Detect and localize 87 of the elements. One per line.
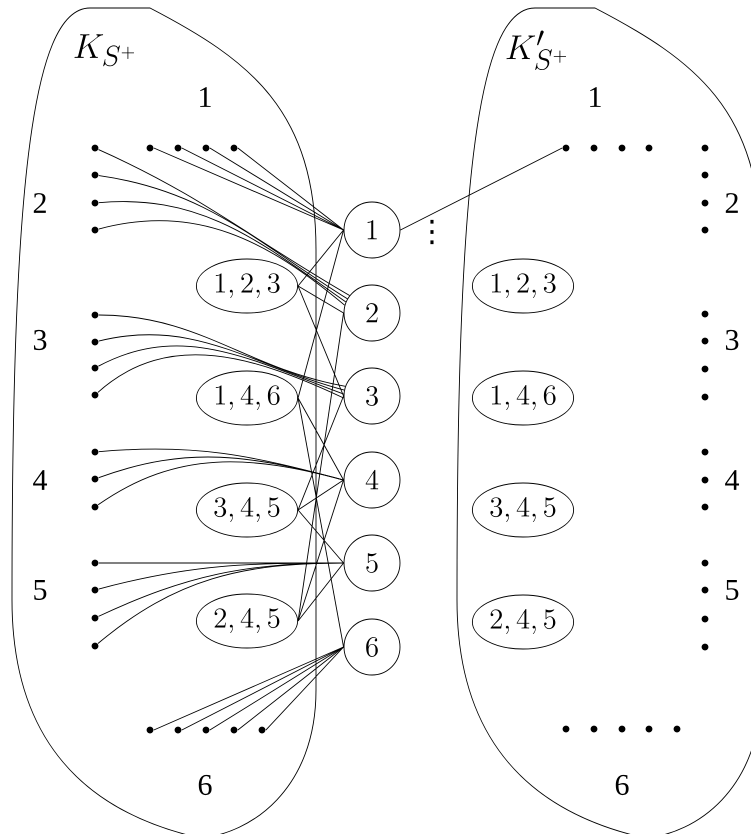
- group-number: 6: [198, 774, 212, 796]
- vertical-ellipsis: ⋮: [430, 220, 434, 244]
- connector-line: [97, 354, 344, 398]
- group-number: 1: [590, 87, 601, 107]
- dot: [92, 200, 98, 206]
- dot: [174, 726, 182, 734]
- dot: [92, 586, 98, 594]
- connector-line: [400, 148, 563, 230]
- connector-line: [298, 230, 344, 286]
- dot: [702, 616, 708, 622]
- dot: [146, 144, 154, 152]
- connector-line: [298, 286, 344, 314]
- connector-line: [237, 148, 344, 230]
- connector-line: [298, 398, 344, 648]
- dot: [702, 338, 708, 344]
- group-number: 3: [34, 330, 46, 350]
- dot: [646, 144, 652, 152]
- dot: [202, 726, 210, 734]
- connector-line: [98, 175, 348, 300]
- connector-line: [98, 461, 344, 506]
- group-number: 5: [726, 580, 738, 600]
- dot: [702, 366, 708, 372]
- dot: [202, 144, 210, 152]
- dot: [92, 338, 98, 346]
- dot: [92, 642, 98, 650]
- connector-line: [298, 286, 344, 396]
- dot: [590, 144, 598, 152]
- dot: [702, 586, 708, 594]
- connector-line: [98, 201, 346, 302]
- dot: [702, 560, 708, 566]
- dot: [92, 476, 98, 482]
- dot: [702, 476, 708, 484]
- dot: [618, 144, 626, 152]
- dot: [230, 726, 238, 734]
- dot: [92, 392, 98, 398]
- connector-line: [98, 334, 345, 391]
- dot: [230, 144, 238, 152]
- connector-line: [98, 346, 344, 394]
- connector-line: [237, 646, 344, 730]
- connector-line: [209, 646, 344, 730]
- dot: [92, 364, 98, 372]
- connector-line: [298, 480, 344, 510]
- connector-line: [298, 480, 344, 622]
- group-number: 4: [725, 470, 740, 490]
- dot: [92, 144, 98, 152]
- dot: [174, 144, 182, 152]
- dot: [702, 144, 708, 152]
- dot: [702, 226, 708, 234]
- connector-line: [298, 510, 344, 564]
- group-number: 5: [34, 580, 46, 600]
- dot: [702, 200, 708, 206]
- connector-line: [298, 312, 344, 622]
- connector-line: [298, 230, 344, 398]
- group-number: 6: [616, 774, 629, 796]
- group-number: 2: [34, 193, 46, 213]
- dot: [258, 726, 266, 734]
- connector-line: [298, 396, 344, 510]
- dot: [92, 312, 98, 318]
- dot: [702, 448, 708, 456]
- dot: [702, 504, 708, 510]
- dot: [674, 726, 680, 732]
- dot: [562, 726, 570, 732]
- connector-line: [98, 562, 344, 644]
- connector-line: [298, 562, 344, 622]
- dot: [92, 226, 98, 234]
- connector-line: [298, 398, 344, 480]
- dot: [92, 172, 98, 178]
- group-number: 1: [200, 87, 211, 107]
- dot: [702, 310, 708, 318]
- dot: [562, 144, 570, 152]
- connector-line: [265, 646, 344, 730]
- dot: [590, 726, 598, 732]
- connector-line: [98, 314, 346, 387]
- group-number: 4: [33, 470, 48, 490]
- dot: [92, 448, 98, 456]
- group-number: 2: [726, 193, 738, 213]
- dot: [702, 394, 708, 400]
- group-number: 3: [726, 330, 738, 350]
- connector-line: [98, 149, 350, 296]
- dot: [92, 504, 98, 510]
- connector-line: [98, 220, 346, 306]
- dot: [702, 644, 708, 650]
- dot: [702, 172, 708, 178]
- dot: [92, 560, 98, 566]
- dot: [618, 726, 626, 732]
- dot: [146, 726, 154, 734]
- connector-line: [209, 148, 344, 230]
